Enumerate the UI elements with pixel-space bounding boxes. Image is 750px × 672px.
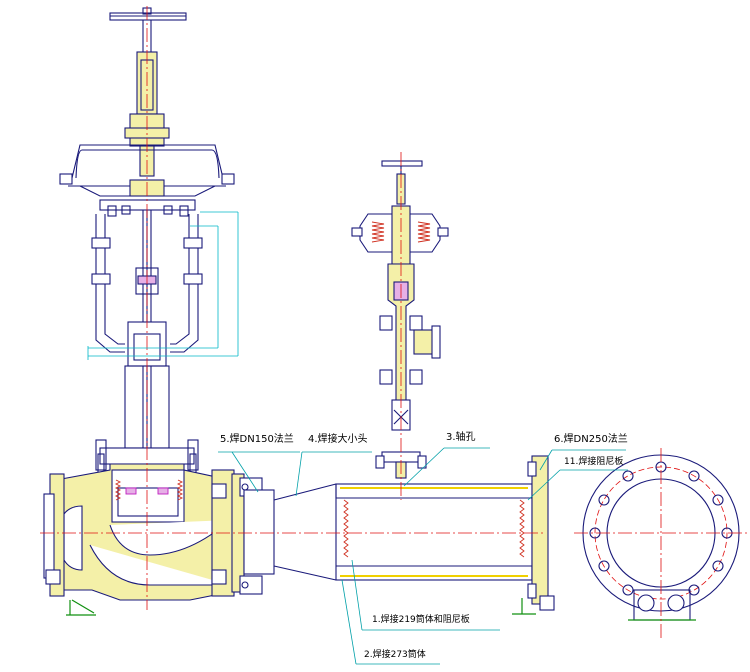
callout-shaft-hole: 3.轴孔 (446, 432, 476, 443)
silencer-assembly (243, 455, 555, 615)
end-view-bolt-holes (589, 461, 733, 596)
center-lines (40, 6, 748, 640)
callout-219-shell: 1.焊接219筒体和阻尼板 (372, 615, 470, 625)
main-control-valve (43, 7, 263, 616)
callout-leaders (218, 447, 628, 665)
callout-273-shell: 2.焊接273筒体 (364, 650, 426, 660)
pilot-valve (351, 160, 449, 479)
callout-reducer: 4.焊接大小头 (308, 434, 368, 445)
main-base-support (66, 599, 96, 616)
callout-dn150-flange: 5.焊DN150法兰 (220, 434, 294, 445)
outlet-base-support (512, 598, 536, 615)
dimension-lines (87, 211, 239, 360)
main-trim-coils (114, 479, 184, 501)
callout-dn250-flange: 6.焊DN250法兰 (554, 434, 628, 445)
callout-damping-plate: 11.焊接阻尼板 (564, 457, 624, 467)
damping-plates (343, 499, 525, 558)
pilot-springs (371, 221, 431, 243)
main-handwheel (109, 7, 187, 21)
